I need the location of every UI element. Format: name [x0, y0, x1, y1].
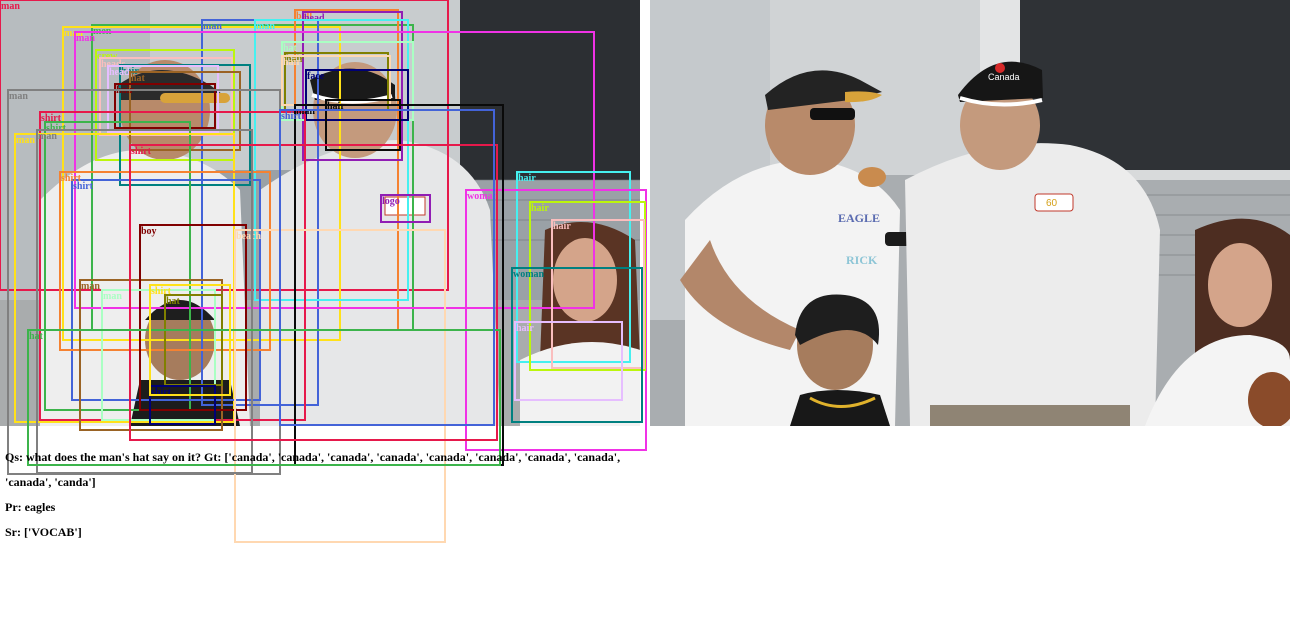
prediction-caption: Pr: eagles: [5, 495, 55, 520]
annotated-photo: [0, 0, 640, 426]
prediction-key: Pr:: [5, 500, 22, 514]
question-text: what does the man's hat say on it?: [26, 450, 202, 464]
gt-key: Gt:: [204, 450, 222, 464]
clean-photo: EAGLE RICK Canada 60: [650, 0, 1290, 426]
source-key: Sr:: [5, 525, 21, 539]
question-key: Qs:: [5, 450, 23, 464]
shirt-text-rick: RICK: [846, 253, 878, 267]
annotated-photo-panel: [0, 0, 640, 426]
shirt-text-eagle: EAGLE: [838, 211, 880, 225]
source-caption: Sr: ['VOCAB']: [5, 520, 82, 545]
question-caption: Qs: what does the man's hat say on it? G…: [5, 445, 635, 495]
prediction-value: eagles: [24, 500, 56, 514]
sweat-logo-text: 60: [1046, 198, 1058, 209]
clean-photo-panel: EAGLE RICK Canada 60: [650, 0, 1290, 426]
cap-text: Canada: [988, 72, 1020, 82]
gt-values: ['canada', 'canada', 'canada', 'canada',…: [5, 450, 624, 489]
source-value: ['VOCAB']: [24, 525, 82, 539]
